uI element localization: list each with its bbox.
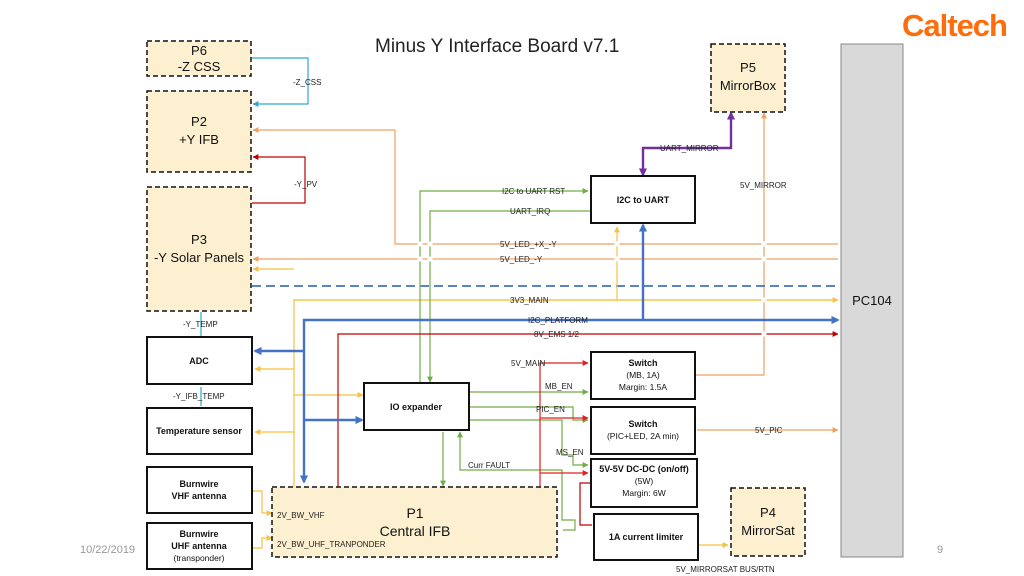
label-uart-irq: UART_IRQ	[510, 207, 550, 216]
block-burnwire-uhf: Burnwire UHF antenna (transponder)	[146, 522, 253, 570]
label-bw-vhf: 2V_BW_VHF	[277, 511, 325, 520]
block-io-expander: IO expander	[363, 382, 470, 431]
connector-p4-id: P4	[760, 505, 776, 520]
label-i2c-platform: I2C_PLATFORM	[528, 316, 588, 325]
block-switch-pic: Switch (PIC+LED, 2A min)	[590, 406, 696, 455]
label-y-pv: -Y_PV	[294, 180, 318, 189]
connector-p6-name: -Z CSS	[178, 59, 221, 74]
connector-p1-id: P1	[406, 505, 423, 521]
block-i2c-to-uart-label: I2C to UART	[617, 195, 670, 205]
connector-p3-name: -Y Solar Panels	[154, 250, 245, 265]
connector-p1-name: Central IFB	[380, 523, 451, 539]
block-dcdc: 5V-5V DC-DC (on/off) (5W) Margin: 6W	[590, 458, 698, 508]
block-temperature-sensor: Temperature sensor	[146, 407, 253, 455]
connector-p5-name: MirrorBox	[720, 78, 777, 93]
block-burnwire-vhf-line2: VHF antenna	[171, 491, 227, 501]
connector-p5: P5 MirrorBox	[710, 43, 786, 113]
connector-p2-name: +Y IFB	[179, 132, 219, 147]
connector-p5-id: P5	[740, 60, 756, 75]
label-i2c-uart-rst: I2C to UART RST	[502, 187, 565, 196]
block-adc-label: ADC	[189, 356, 209, 366]
block-dcdc-line3: Margin: 6W	[622, 488, 665, 498]
connector-p6: P6 -Z CSS	[146, 40, 252, 77]
connector-p3: P3 -Y Solar Panels	[146, 186, 252, 312]
label-ms-en: MS_EN	[556, 448, 584, 457]
label-led-xy: 5V_LED_+X_-Y	[500, 240, 557, 249]
wire-y-pv	[252, 154, 306, 204]
label-curr-fault: Curr FAULT	[468, 461, 510, 470]
block-i2c-to-uart: I2C to UART	[590, 175, 696, 224]
wire-z-css	[252, 57, 309, 107]
block-burnwire-uhf-line3: (transponder)	[173, 553, 224, 563]
wire-bw-vhf	[252, 490, 273, 516]
wire-ms-en	[470, 419, 589, 468]
block-io-expander-label: IO expander	[390, 402, 443, 412]
slide-date: 10/22/2019	[80, 544, 135, 556]
connector-p1: P1 Central IFB	[271, 486, 558, 558]
block-switch-pic-line2: (PIC+LED, 2A min)	[607, 431, 679, 441]
block-switch-mb-line2: (MB, 1A)	[626, 370, 660, 380]
label-3v3-main: 3V3_MAIN	[510, 296, 549, 305]
pc104-label: PC104	[852, 293, 892, 308]
wire-bw-uhf	[252, 535, 273, 549]
label-mirrorsat-bus: 5V_MIRRORSAT BUS/RTN	[676, 565, 775, 574]
label-5v-main: 5V_MAIN	[511, 359, 545, 368]
block-dcdc-line2: (5W)	[635, 476, 654, 486]
block-dcdc-line1: 5V-5V DC-DC (on/off)	[599, 464, 689, 474]
block-burnwire-vhf: Burnwire VHF antenna	[146, 466, 253, 514]
signal-labels: -Z_CSS -Y_PV UART_MIRROR 5V_MIRROR I2C t…	[173, 78, 787, 574]
connector-p4: P4 MirrorSat	[730, 487, 806, 557]
pc104-bus: PC104	[840, 43, 904, 558]
label-led-y: 5V_LED_-Y	[500, 255, 543, 264]
slide-page-number: 9	[937, 544, 943, 556]
block-switch-mb: Switch (MB, 1A) Margin: 1.5A	[590, 351, 696, 400]
wire-uart-mirror	[638, 111, 736, 177]
block-adc: ADC	[146, 336, 253, 385]
connector-p6-id: P6	[191, 43, 207, 58]
connector-p3-id: P3	[191, 232, 207, 247]
block-burnwire-vhf-line1: Burnwire	[179, 479, 218, 489]
label-5v-mirror: 5V_MIRROR	[740, 181, 787, 190]
connector-p4-name: MirrorSat	[741, 523, 795, 538]
label-y-ifb-temp: -Y_IFB_TEMP	[173, 392, 225, 401]
block-current-limiter: 1A current limiter	[593, 513, 699, 561]
label-8v-ems: 8V_EMS 1/2	[534, 330, 579, 339]
label-y-temp: -Y_TEMP	[183, 320, 218, 329]
block-burnwire-uhf-line1: Burnwire	[179, 529, 218, 539]
label-uart-mirror: UART_MIRROR	[660, 144, 719, 153]
wire-i2c-platform	[299, 315, 840, 484]
label-mb-en: MB_EN	[545, 382, 573, 391]
caltech-logo: Caltech	[902, 8, 1007, 43]
block-current-limiter-label: 1A current limiter	[609, 532, 684, 542]
label-5v-pic: 5V_PIC	[755, 426, 783, 435]
block-switch-pic-line1: Switch	[628, 419, 657, 429]
diagram-title: Minus Y Interface Board v7.1	[375, 36, 619, 57]
connector-p2-id: P2	[191, 114, 207, 129]
label-z-css: -Z_CSS	[293, 78, 321, 87]
label-bw-uhf: 2V_BW_UHF_TRANPONDER	[277, 540, 386, 549]
connector-p2: P2 +Y IFB	[146, 90, 252, 173]
block-burnwire-uhf-line2: UHF antenna	[171, 541, 227, 551]
block-switch-mb-line3: Margin: 1.5A	[619, 382, 668, 392]
block-switch-mb-line1: Switch	[628, 358, 657, 368]
label-pic-en: PIC_EN	[536, 405, 565, 414]
block-temperature-sensor-label: Temperature sensor	[156, 426, 242, 436]
